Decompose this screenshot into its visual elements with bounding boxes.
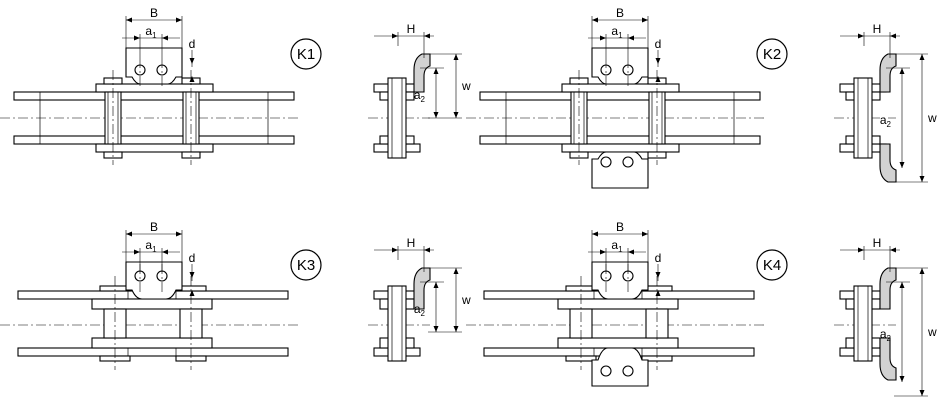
k1-a1-arrow-left [134,35,140,41]
badge-k2-label: K2 [763,46,781,63]
k3-w-label: w [461,293,471,307]
k3-a2-label: a2 [414,302,426,318]
k3-b-label: B [150,220,158,234]
k2-a1-arrow-right [628,35,634,41]
k2-a2-arrow-bottom [899,162,905,168]
k2-side-view [833,53,897,183]
k1-h-arrow-right [424,33,430,39]
k4-b-arrow-right [642,231,648,237]
k1-b-label: B [150,6,158,20]
k2-b-label: B [616,6,624,20]
k3-front-view [0,261,301,371]
k4-lower-attachment [591,347,649,387]
k2-a2-label: a2 [880,113,892,129]
k2-b-arrow-left [592,17,598,23]
k2-d-arrow-top [655,58,661,64]
k2-h-arrow-left [858,33,864,39]
k2-h-arrow-right [890,33,896,39]
k4-a2-label: a2 [880,327,892,343]
badge-k3: K3 [290,249,322,281]
k2-h-label: H [873,22,882,36]
k4-a2-arrow-top [899,282,905,288]
k3-a1-arrow-right [162,249,168,255]
k1-a2-arrow-top [433,68,439,74]
k4-b-arrow-left [592,231,598,237]
k4-a2-arrow-bottom [899,376,905,382]
figure-k3 [0,261,431,371]
k3-a1-arrow-left [134,249,140,255]
k2-w-arrow-bottom [919,176,925,182]
k1-front-view [0,47,301,166]
k4-b-label: B [616,220,624,234]
k3-h-arrow-right [424,247,430,253]
k1-a2-label: a2 [414,88,426,104]
k3-d-label: d [189,251,196,265]
k1-d-label: d [189,37,196,51]
k3-a1-label: a1 [145,238,157,254]
k4-d-label: d [655,251,662,265]
k4-a1-label: a1 [611,238,623,254]
k3-b-arrow-right [176,231,182,237]
badge-k4-label: K4 [763,257,781,274]
k4-w-arrow-bottom [919,390,925,396]
k2-w-label: w [927,111,937,125]
k3-h-label: H [407,236,416,250]
k4-a1-arrow-right [628,249,634,255]
k4-a1-arrow-left [600,249,606,255]
k2-a1-arrow-left [600,35,606,41]
k3-h-arrow-left [392,247,398,253]
badge-k3-label: K3 [297,257,315,274]
k1-a1-label: a1 [145,24,157,40]
k1-w-label: w [461,79,471,93]
badge-k4: K4 [756,249,788,281]
k1-w-arrow-top [453,54,459,60]
k1-b-arrow-right [176,17,182,23]
k4-side-view [833,267,897,381]
k4-w-arrow-top [919,268,925,274]
k4-w-label: w [927,325,937,339]
k1-w-arrow-bottom [453,112,459,118]
k1-b-arrow-left [126,17,132,23]
k2-a1-label: a1 [611,24,623,40]
k1-side-view [367,53,431,159]
badge-k1-label: K1 [297,46,315,63]
k1-d-arrow-top [189,58,195,64]
k3-w-arrow-top [453,268,459,274]
k3-a2-arrow-bottom [433,326,439,332]
k2-a2-arrow-top [899,68,905,74]
k3-b-arrow-left [126,231,132,237]
k1-h-label: H [407,22,416,36]
figure-k2 [465,47,897,189]
k3-w-arrow-bottom [453,326,459,332]
badge-k1: K1 [290,38,322,70]
k2-lower-attachment [591,151,649,189]
k2-w-arrow-top [919,54,925,60]
k1-h-arrow-left [392,33,398,39]
k1-a2-arrow-bottom [433,112,439,118]
k4-h-arrow-right [890,247,896,253]
k4-d-arrow-top [655,272,661,278]
badge-k2: K2 [756,38,788,70]
figure-k1 [0,47,431,166]
k2-b-arrow-right [642,17,648,23]
k4-h-arrow-left [858,247,864,253]
k2-d-label: d [655,37,662,51]
figure-k4 [465,261,897,387]
k4-h-label: H [873,236,882,250]
k3-d-arrow-top [189,272,195,278]
k3-a2-arrow-top [433,282,439,288]
k1-a1-arrow-right [162,35,168,41]
k2-front-view [465,47,767,166]
